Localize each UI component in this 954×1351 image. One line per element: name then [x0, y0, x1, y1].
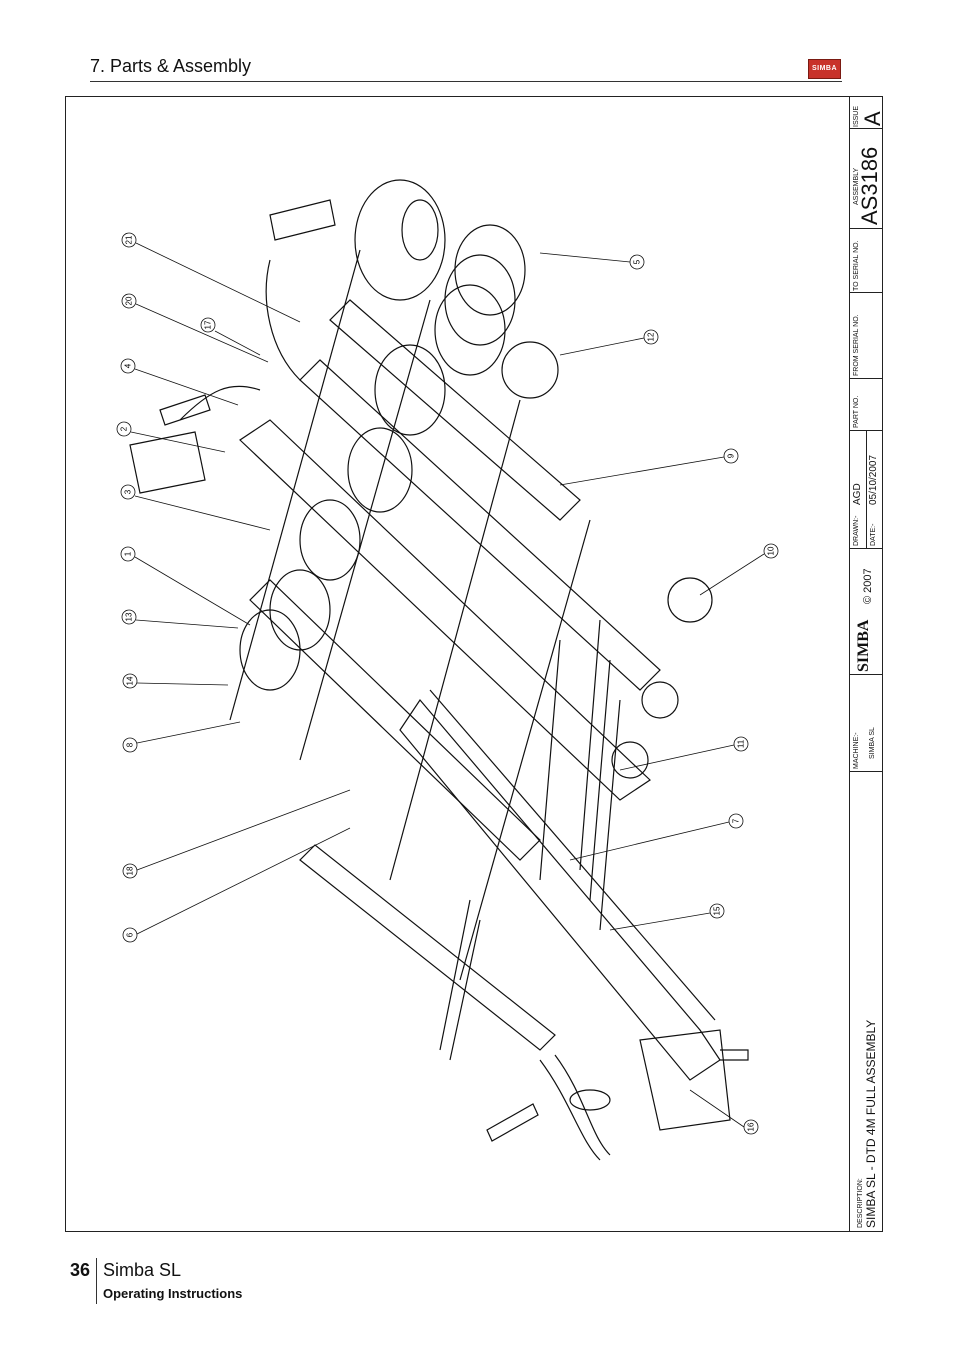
product-name: Simba SL — [103, 1260, 182, 1280]
balloon: 4 — [120, 358, 136, 374]
balloon: 2 — [116, 421, 132, 437]
svg-text:16: 16 — [747, 1122, 756, 1131]
machine-outline — [129, 179, 749, 1161]
balloon: 18 — [122, 863, 138, 879]
balloon: 12 — [643, 329, 659, 345]
svg-text:11: 11 — [737, 739, 746, 748]
balloon: 16 — [743, 1119, 759, 1135]
svg-text:21: 21 — [125, 235, 134, 244]
document-subtitle: Operating Instructions — [103, 1286, 243, 1301]
balloon: 15 — [709, 903, 725, 919]
item-balloons: 21 20 17 4 2 3 1 13 14 8 18 6 5 12 9 10 … — [116, 232, 779, 1135]
leader-lines — [130, 242, 765, 1128]
svg-text:14: 14 — [126, 676, 135, 685]
svg-text:9: 9 — [727, 453, 736, 458]
svg-text:10: 10 — [767, 546, 776, 555]
svg-text:4: 4 — [124, 363, 133, 368]
titleblock-divider — [849, 228, 883, 229]
balloon: 21 — [121, 232, 137, 248]
balloon: 6 — [122, 927, 138, 943]
titleblock-divider — [866, 430, 867, 548]
balloon: 13 — [121, 609, 137, 625]
footer-divider — [96, 1258, 97, 1304]
svg-text:1: 1 — [124, 551, 133, 556]
titleblock-divider — [849, 128, 883, 129]
balloon: 11 — [733, 736, 749, 752]
titleblock-divider — [849, 548, 883, 549]
svg-text:2: 2 — [120, 426, 129, 431]
drawing-frame — [65, 96, 883, 1232]
svg-text:20: 20 — [125, 296, 134, 305]
svg-text:12: 12 — [647, 332, 656, 341]
page-number: 36 — [70, 1260, 91, 1280]
balloon: 10 — [763, 543, 779, 559]
balloon: 14 — [122, 673, 138, 689]
header-rule — [90, 81, 842, 82]
balloon: 20 — [121, 293, 137, 309]
svg-text:8: 8 — [126, 742, 135, 747]
balloon: 17 — [200, 317, 216, 333]
section-title: 7. Parts & Assembly — [90, 56, 252, 76]
svg-text:13: 13 — [125, 612, 134, 621]
titleblock-divider — [849, 674, 883, 675]
simba-logo: SIMBA — [808, 59, 841, 79]
balloon: 7 — [728, 813, 744, 829]
balloon: 5 — [629, 254, 645, 270]
svg-text:5: 5 — [633, 259, 642, 264]
balloon: 3 — [120, 484, 136, 500]
svg-text:15: 15 — [713, 906, 722, 915]
balloon: 1 — [120, 546, 136, 562]
titleblock-divider — [849, 378, 883, 379]
svg-text:18: 18 — [126, 866, 135, 875]
balloon: 8 — [122, 737, 138, 753]
titleblock-divider — [849, 771, 883, 772]
svg-text:3: 3 — [124, 489, 133, 494]
svg-text:17: 17 — [204, 320, 213, 329]
svg-text:7: 7 — [732, 818, 741, 823]
titleblock-border — [849, 96, 850, 1232]
svg-text:6: 6 — [126, 932, 135, 937]
titleblock-divider — [849, 292, 883, 293]
balloon: 9 — [723, 448, 739, 464]
